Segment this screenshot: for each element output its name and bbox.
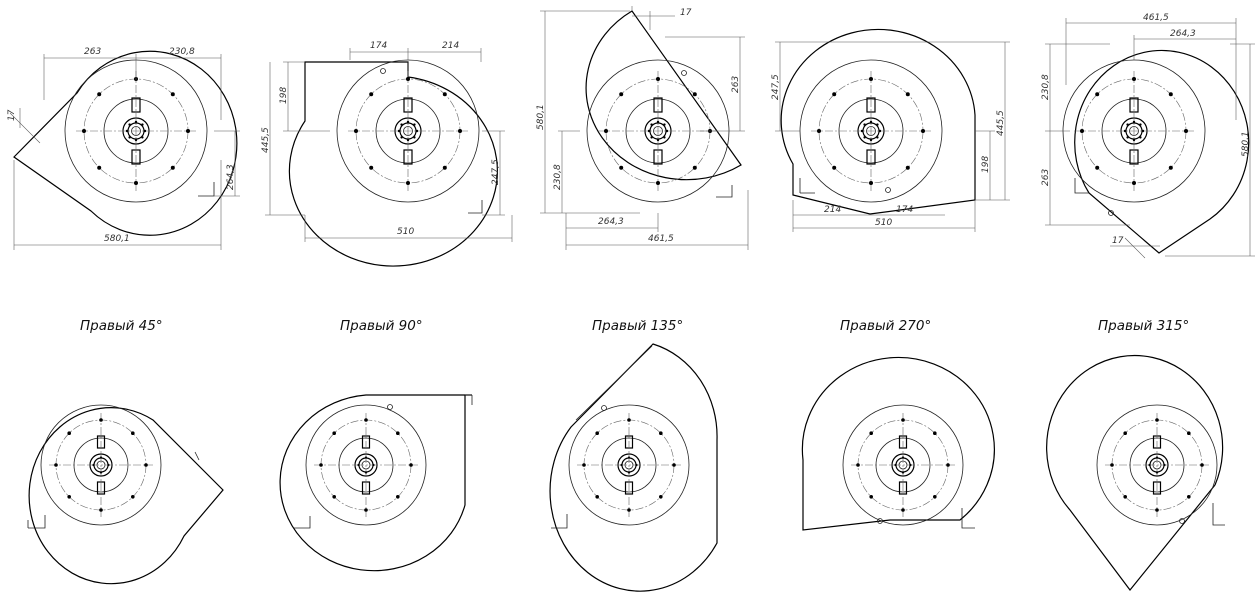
dim-17: 17 (680, 8, 692, 18)
dim-510: 510 (875, 218, 892, 228)
dim-263: 263 (731, 76, 741, 93)
dim-264-3: 264,3 (598, 217, 624, 227)
dim-230-8: 230,8 (553, 164, 563, 190)
dim-461-5: 461,5 (648, 234, 674, 244)
dim-198: 198 (279, 87, 289, 104)
dim-174: 174 (896, 205, 913, 215)
figure-bottom-1 (27, 404, 224, 585)
figure-top-4 (775, 28, 1010, 232)
dim-264-3: 264,3 (1170, 29, 1196, 39)
dim-174: 174 (370, 41, 387, 51)
figure-top-3 (540, 6, 749, 250)
figure-top-1 (9, 50, 240, 250)
dim-17: 17 (7, 109, 17, 121)
dim-264-3: 264,3 (226, 164, 236, 190)
dim-247-5: 247,5 (491, 159, 501, 185)
caption-right-90: Правый 90° (340, 318, 423, 334)
dim-198: 198 (981, 156, 991, 173)
caption-right-315: Правый 315° (1098, 318, 1189, 334)
dim-214: 214 (442, 41, 459, 51)
dim-17: 17 (1112, 236, 1124, 246)
dim-230-8: 230,8 (169, 47, 195, 57)
dim-263: 263 (84, 47, 101, 57)
caption-right-45: Правый 45° (80, 318, 163, 334)
dim-247-5: 247,5 (771, 74, 781, 100)
figure-bottom-3 (549, 343, 718, 592)
dim-461-5: 461,5 (1143, 13, 1169, 23)
caption-right-270: Правый 270° (840, 318, 931, 334)
dim-230-8: 230,8 (1041, 74, 1051, 100)
dim-214: 214 (824, 205, 841, 215)
figure-bottom-2 (279, 394, 473, 572)
dim-445-5: 445,5 (996, 110, 1006, 136)
figure-bottom-4 (801, 356, 995, 531)
dim-445-5: 445,5 (261, 127, 271, 153)
dim-580-1: 580,1 (536, 104, 546, 130)
figure-top-5 (1045, 18, 1255, 259)
figure-bottom-5 (1046, 354, 1225, 591)
dim-510: 510 (397, 227, 414, 237)
caption-right-135: Правый 135° (592, 318, 683, 334)
dim-580-1: 580,1 (1241, 131, 1251, 157)
dim-263: 263 (1041, 169, 1051, 186)
dim-580-1: 580,1 (104, 234, 130, 244)
figure-top-2 (265, 48, 513, 267)
